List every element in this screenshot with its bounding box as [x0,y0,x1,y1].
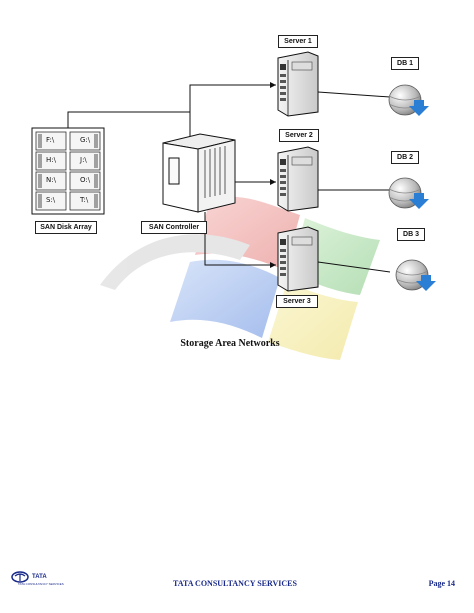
san-controller-label: SAN Controller [141,221,207,234]
logo-subtitle: TATA CONSULTANCY SERVICES [18,582,64,586]
cabinet-vents [204,146,226,198]
line-controller-to-server1 [189,84,276,142]
disk-bay [35,131,67,151]
watermark-blue-pane [170,259,280,338]
server-1-label: Server 1 [278,35,318,48]
arrow-head-server3 [270,262,276,268]
server-2-tower [277,146,319,212]
drive-label: S:\ [46,196,56,204]
drive-label: T:\ [80,196,89,204]
db-3-label: DB 3 [397,228,425,241]
db-2-arrow-icon [409,193,429,209]
cabinet-panel [168,157,180,185]
disk-bay [35,191,67,211]
disk-bay [69,171,101,191]
figure-caption: Storage Area Networks [180,338,280,349]
line-server3-to-db3 [317,261,391,273]
logo-wordmark: TATA [32,574,47,580]
arrow-heads [270,82,276,268]
drive-label: O:\ [80,176,91,184]
db-2-label: DB 2 [391,151,419,164]
disk-bay [69,191,101,211]
db-2-cylinder [388,177,429,209]
disk-bays [35,131,101,211]
cabinet-front [162,142,199,213]
server-3-tower [277,226,319,292]
drive-label: F:\ [46,136,55,144]
server-1-tower [277,51,319,117]
db-1-arrow-icon [409,100,429,116]
drive-label: J:\ [80,156,87,164]
arrow-head-server2 [270,179,276,185]
tata-logo-icon [11,571,29,583]
drive-label: G:\ [80,136,91,144]
san-disk-array [31,127,105,215]
disk-bay-stripes [38,134,98,208]
db-3-cylinder [395,259,436,291]
drive-label: H:\ [46,156,56,164]
disk-bay [69,131,101,151]
arrow-head-server1 [270,82,276,88]
disk-bay [69,151,101,171]
san-controller-cabinet [162,133,236,213]
disk-bay [35,151,67,171]
cabinet-side [197,139,236,213]
line-server1-to-db1 [317,91,391,98]
san-disk-array-label: SAN Disk Array [35,221,97,234]
watermark-swoosh [100,234,250,290]
disk-bay [35,171,67,191]
server-2-label: Server 2 [279,129,319,142]
server-3-label: Server 3 [276,295,318,308]
footer-page-number: Page 14 [428,579,455,588]
db-1-label: DB 1 [391,57,419,70]
drive-label: N:\ [46,176,56,184]
db-3-arrow-icon [416,275,436,291]
db-1-cylinder [388,84,429,116]
watermark-red-pane [195,196,300,270]
footer-company-name: TATA CONSULTANCY SERVICES [173,579,297,588]
